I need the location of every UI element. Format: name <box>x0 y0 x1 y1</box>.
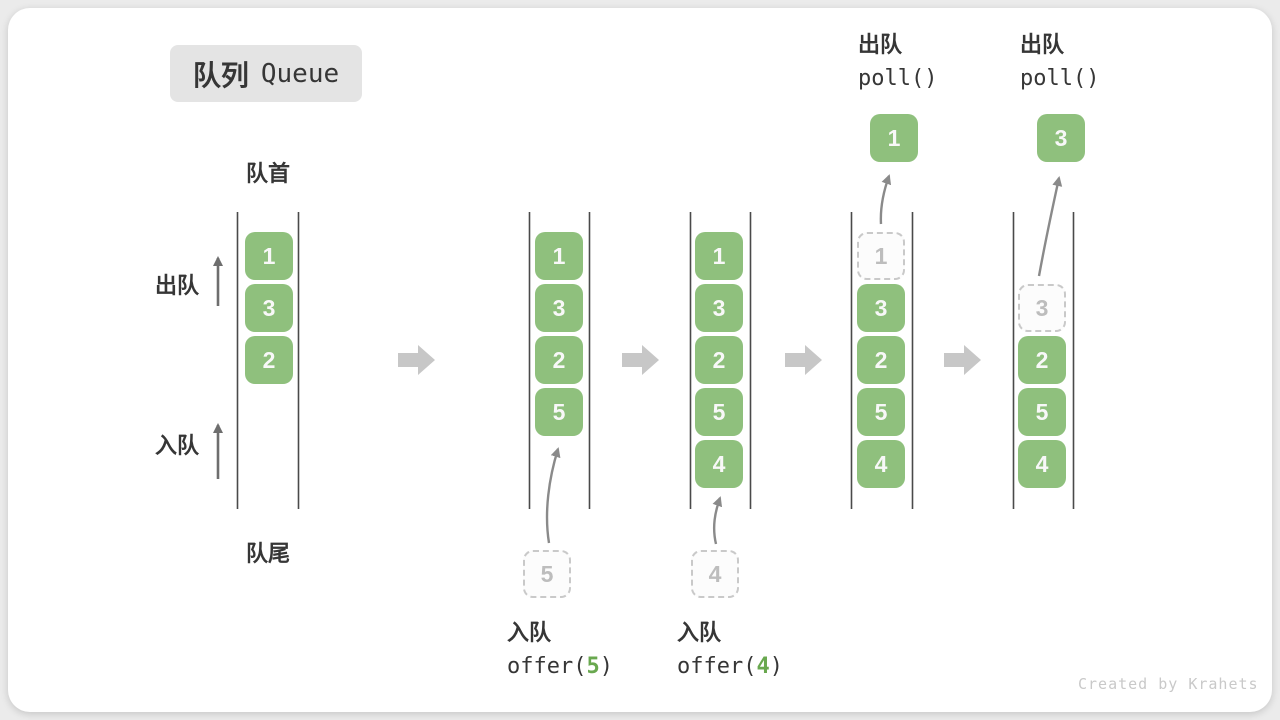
queue-cell: 4 <box>1018 440 1066 488</box>
code-prefix: offer( <box>507 654 587 679</box>
operation-code: offer(4) <box>677 654 783 679</box>
ghost-cell: 1 <box>857 232 905 280</box>
queue-cell: 4 <box>695 440 743 488</box>
popped-value-cell: 1 <box>870 114 918 162</box>
title-zh: 队列 <box>192 59 249 91</box>
queue-cell: 2 <box>245 336 293 384</box>
queue-rear-label: 队尾 <box>245 541 290 566</box>
queue-cell: 5 <box>1018 388 1066 436</box>
code-arg: 4 <box>756 654 770 679</box>
queue-cell: 3 <box>857 284 905 332</box>
queue-cell: 5 <box>857 388 905 436</box>
queue-cell: 3 <box>245 284 293 332</box>
queue-cell: 2 <box>1018 336 1066 384</box>
operation-action: 入队 <box>677 620 722 645</box>
operation-action: 出队 <box>1020 32 1065 57</box>
operation-action: 入队 <box>507 620 552 645</box>
queue-cell: 4 <box>857 440 905 488</box>
incoming-value-cell: 4 <box>691 550 739 598</box>
queue-cell: 1 <box>535 232 583 280</box>
queue-front-label: 队首 <box>245 161 290 186</box>
queue-cell: 2 <box>535 336 583 384</box>
queue-cell: 3 <box>535 284 583 332</box>
ghost-cell: 3 <box>1018 284 1066 332</box>
operation-poll-2: 出队 poll() <box>1020 30 1099 93</box>
operation-offer-4: 入队 offer(4) <box>677 618 783 681</box>
popped-value-cell: 3 <box>1037 114 1085 162</box>
incoming-value-cell: 5 <box>523 550 571 598</box>
code-prefix: offer( <box>677 654 757 679</box>
operation-code: offer(5) <box>507 654 613 679</box>
code-arg: 5 <box>586 654 600 679</box>
watermark: Created by Krahets <box>1078 675 1259 693</box>
queue-cell: 5 <box>535 388 583 436</box>
diagram-card <box>8 8 1272 712</box>
code-suffix: ) <box>599 654 613 679</box>
queue-cell: 3 <box>695 284 743 332</box>
queue-cell: 2 <box>857 336 905 384</box>
operation-code: poll() <box>858 66 938 91</box>
operation-offer-5: 入队 offer(5) <box>507 618 613 681</box>
operation-action: 出队 <box>858 32 903 57</box>
queue-cell: 5 <box>695 388 743 436</box>
queue-cell: 1 <box>695 232 743 280</box>
title-badge: 队列 Queue <box>170 45 362 102</box>
title-en: Queue <box>260 58 340 89</box>
enqueue-label: 入队 <box>155 433 200 458</box>
operation-poll-1: 出队 poll() <box>858 30 937 93</box>
operation-code: poll() <box>1020 66 1100 91</box>
queue-cell: 2 <box>695 336 743 384</box>
queue-cell: 1 <box>245 232 293 280</box>
code-suffix: ) <box>769 654 783 679</box>
dequeue-label: 出队 <box>155 273 200 298</box>
